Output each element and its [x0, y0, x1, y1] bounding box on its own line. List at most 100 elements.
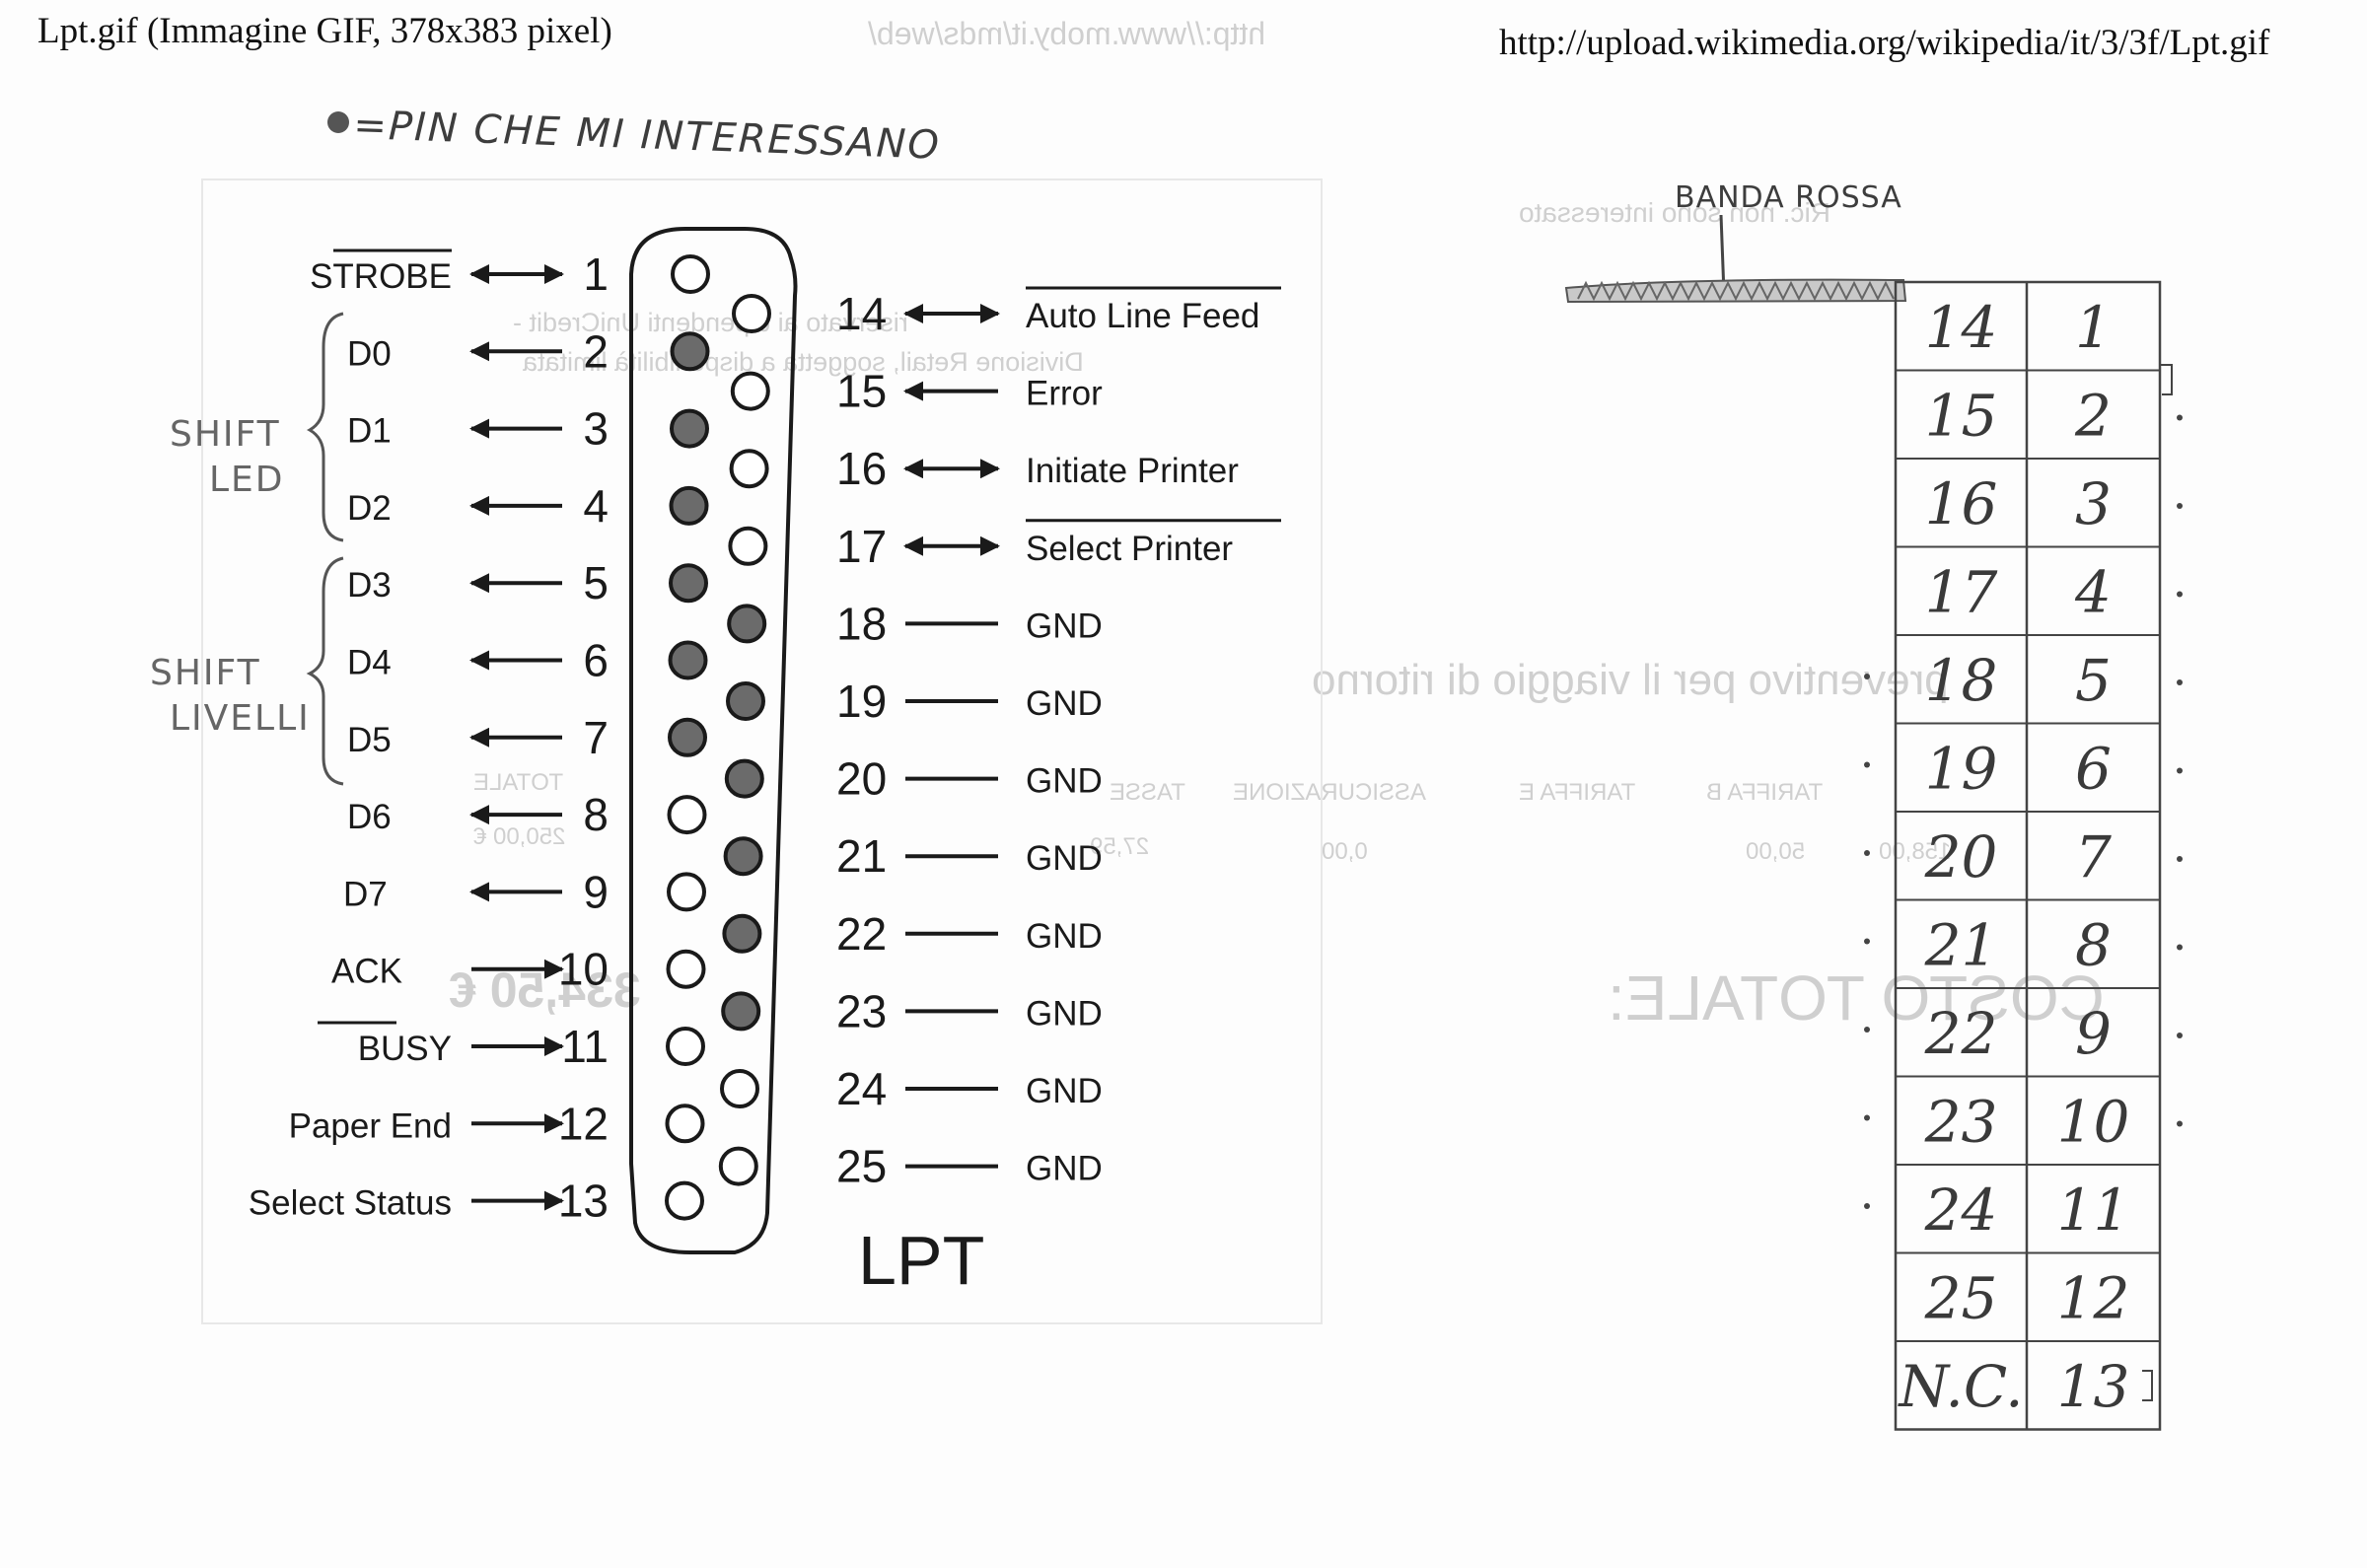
- pin-16: [729, 449, 769, 489]
- table-mark-bottom: [2142, 1370, 2153, 1401]
- pin-3: [670, 408, 709, 449]
- signal-label-19: GND: [1026, 684, 1103, 723]
- pin-number-24: 24: [836, 1063, 887, 1114]
- pin-number-18: 18: [836, 598, 887, 649]
- pin-number-11: 11: [561, 1021, 609, 1072]
- signal-label-23: GND: [1026, 994, 1103, 1033]
- page-url: http://upload.wikimedia.org/wikipedia/it…: [1499, 23, 2270, 63]
- connector-pins: [665, 254, 771, 1221]
- cable-left-cell: 25: [1924, 1265, 1998, 1332]
- image-frame: [201, 178, 1323, 1324]
- cable-right-cell: 3: [2075, 470, 2112, 537]
- connector-outline: [629, 227, 798, 1254]
- cable-right-cell: 2: [2074, 383, 2112, 450]
- legend-text: =PIN CHE MI INTERESSANO: [353, 103, 942, 169]
- pin-7: [668, 717, 707, 757]
- signal-label-18: GND: [1026, 606, 1103, 645]
- cable-left-cell: 15: [1925, 383, 1998, 450]
- signal-label-20: GND: [1026, 762, 1103, 801]
- pin-number-22: 22: [836, 908, 887, 960]
- cable-left-cell: 20: [1924, 823, 1998, 891]
- cable-left-cell: 23: [1924, 1089, 1998, 1156]
- pin-number-14: 14: [836, 288, 887, 339]
- pin-number-25: 25: [836, 1141, 887, 1192]
- pin-number-7: 7: [583, 712, 609, 763]
- signal-label-5: D3: [347, 566, 392, 605]
- signal-label-3: D1: [347, 412, 392, 451]
- signal-label-15: Error: [1026, 375, 1103, 413]
- group-shift-livelli-line1: SHIFT: [150, 653, 261, 693]
- pin-number-23: 23: [836, 985, 887, 1036]
- pin-number-21: 21: [836, 830, 887, 882]
- pencil-dot: [2177, 1120, 2183, 1127]
- cable-right-cell: 6: [2075, 736, 2112, 803]
- cable-left-cell: 18: [1925, 647, 1998, 714]
- cable-left-cell: 24: [1924, 1176, 1998, 1244]
- table-mark-top: [2160, 364, 2173, 395]
- pin-number-4: 4: [583, 480, 609, 532]
- pin-number-3: 3: [583, 403, 609, 455]
- pin-number-16: 16: [836, 443, 887, 494]
- cable-right-cell: 8: [2075, 912, 2112, 979]
- pencil-dot: [2177, 767, 2183, 774]
- signal-label-14: Auto Line Feed: [1026, 297, 1259, 335]
- signal-label-13: Select Status: [249, 1184, 452, 1223]
- pin-number-2: 2: [583, 325, 609, 377]
- pencil-dot: [2177, 679, 2183, 685]
- pin-8: [667, 795, 707, 835]
- cable-left-cell: 21: [1924, 912, 1998, 979]
- cable-right-cell: 5: [2075, 647, 2112, 714]
- pin-20: [724, 758, 764, 799]
- pencil-dot: [2177, 503, 2183, 509]
- pin-10: [666, 949, 706, 989]
- cable-right-cell: 11: [2057, 1176, 2130, 1244]
- pin-23: [721, 991, 761, 1032]
- red-stripe-hatch: [1577, 280, 1895, 302]
- group-shift-led-line2: LED: [209, 460, 285, 500]
- cable-left-cell: 16: [1925, 470, 1998, 537]
- pin-11: [666, 1027, 705, 1066]
- cable-right-cell: 4: [2074, 559, 2112, 626]
- signal-label-17: Select Printer: [1026, 530, 1233, 568]
- bracket-shift-led: [306, 312, 344, 542]
- cable-left-cell: 22: [1924, 1000, 1998, 1067]
- pin-17: [728, 526, 768, 566]
- signal-label-2: D0: [347, 334, 392, 373]
- pin-number-20: 20: [836, 753, 887, 805]
- cable-left-cell: N.C.: [1897, 1353, 2023, 1420]
- pin-number-10: 10: [558, 944, 609, 995]
- cable-right-cell: 12: [2057, 1265, 2130, 1332]
- cable-label: BANDA ROSSA: [1675, 180, 1902, 215]
- cable-left-cell: 14: [1925, 294, 1998, 361]
- signal-label-1: STROBE: [310, 257, 452, 296]
- signal-label-11: BUSY: [358, 1030, 452, 1068]
- pin-number-15: 15: [836, 366, 887, 417]
- pin-number-8: 8: [583, 789, 609, 840]
- pin-4: [669, 485, 709, 526]
- pencil-dot: [1864, 938, 1870, 945]
- signal-label-8: D6: [347, 798, 392, 836]
- pencil-dot: [1864, 1203, 1870, 1209]
- signal-label-9: D7: [343, 875, 388, 913]
- pin-22: [722, 913, 762, 954]
- pencil-dot: [1864, 850, 1870, 856]
- pin-number-12: 12: [558, 1098, 609, 1149]
- pencil-dot: [2177, 944, 2183, 951]
- pin-5: [669, 563, 708, 604]
- signal-label-10: ACK: [331, 953, 402, 991]
- pencil-dot: [1864, 674, 1870, 679]
- cable-right-cell: 7: [2075, 823, 2112, 891]
- signal-label-21: GND: [1026, 839, 1103, 878]
- cable-left-cell: 17: [1925, 559, 1998, 626]
- signal-label-24: GND: [1026, 1072, 1103, 1110]
- pin-number-19: 19: [836, 676, 887, 727]
- cable-left-cell: 19: [1925, 736, 1998, 803]
- signal-label-22: GND: [1026, 917, 1103, 956]
- signal-label-4: D2: [347, 489, 392, 528]
- pin-14: [732, 294, 771, 333]
- pencil-dot: [1864, 1114, 1870, 1121]
- signal-label-7: D5: [347, 721, 392, 759]
- pin-13: [665, 1180, 704, 1221]
